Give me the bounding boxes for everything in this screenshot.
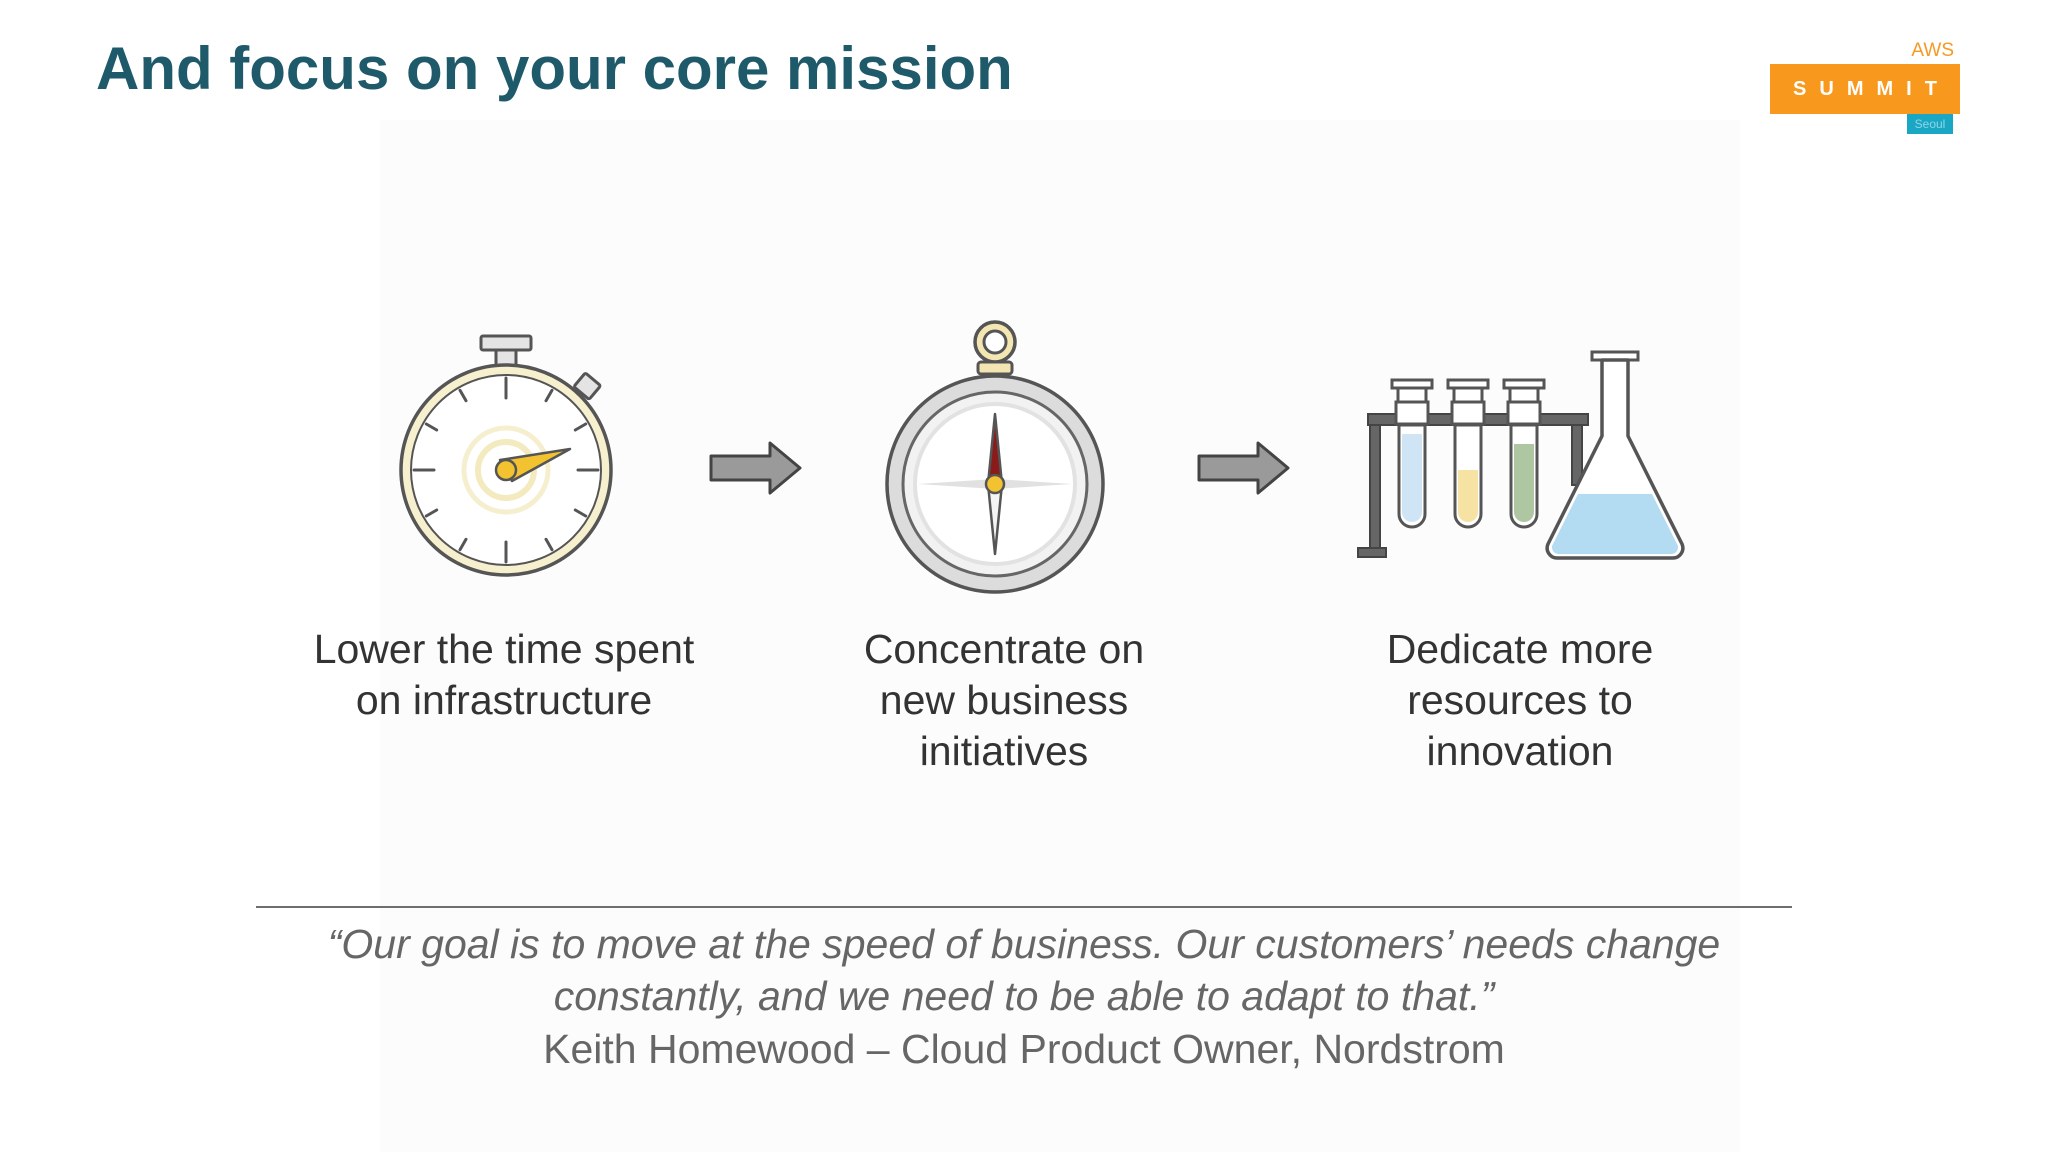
caption-line: Lower the time spent: [313, 626, 695, 672]
stopwatch-icon: [399, 334, 613, 577]
logo-seoul-tag: Seoul: [1907, 114, 1953, 134]
compass-icon: [885, 320, 1105, 594]
quote-divider: [256, 906, 1792, 908]
caption-line: Dedicate more: [1386, 626, 1654, 672]
caption-line: initiatives: [919, 728, 1089, 774]
logo-summit-bar: SUMMIT: [1770, 64, 1960, 114]
quote-line: constantly, and we need to be able to ad…: [553, 973, 1495, 1019]
caption-line: on infrastructure: [355, 677, 653, 723]
step-caption-3: Dedicate more resources to innovation: [1336, 624, 1704, 777]
step-caption-1: Lower the time spent on infrastructure: [286, 624, 722, 726]
caption-line: innovation: [1426, 728, 1614, 774]
arrow-right-icon: [709, 441, 802, 495]
quote-attribution: Keith Homewood – Cloud Product Owner, No…: [543, 1026, 1505, 1072]
caption-line: Concentrate on: [863, 626, 1145, 672]
slide-title: And focus on your core mission: [96, 35, 1013, 102]
caption-line: resources to: [1407, 677, 1633, 723]
quote-line: “Our goal is to move at the speed of bus…: [327, 921, 1721, 967]
arrow-right-icon: [1197, 441, 1290, 495]
caption-line: new business: [879, 677, 1129, 723]
logo-aws-text: AWS: [1911, 40, 1954, 61]
step-caption-2: Concentrate on new business initiatives: [820, 624, 1188, 777]
aws-summit-logo: AWS SUMMIT Seoul: [1770, 38, 1960, 134]
slide-content-background: [380, 120, 1740, 1152]
customer-quote: “Our goal is to move at the speed of bus…: [200, 918, 1848, 1022]
lab-glassware-icon: [1357, 350, 1685, 560]
